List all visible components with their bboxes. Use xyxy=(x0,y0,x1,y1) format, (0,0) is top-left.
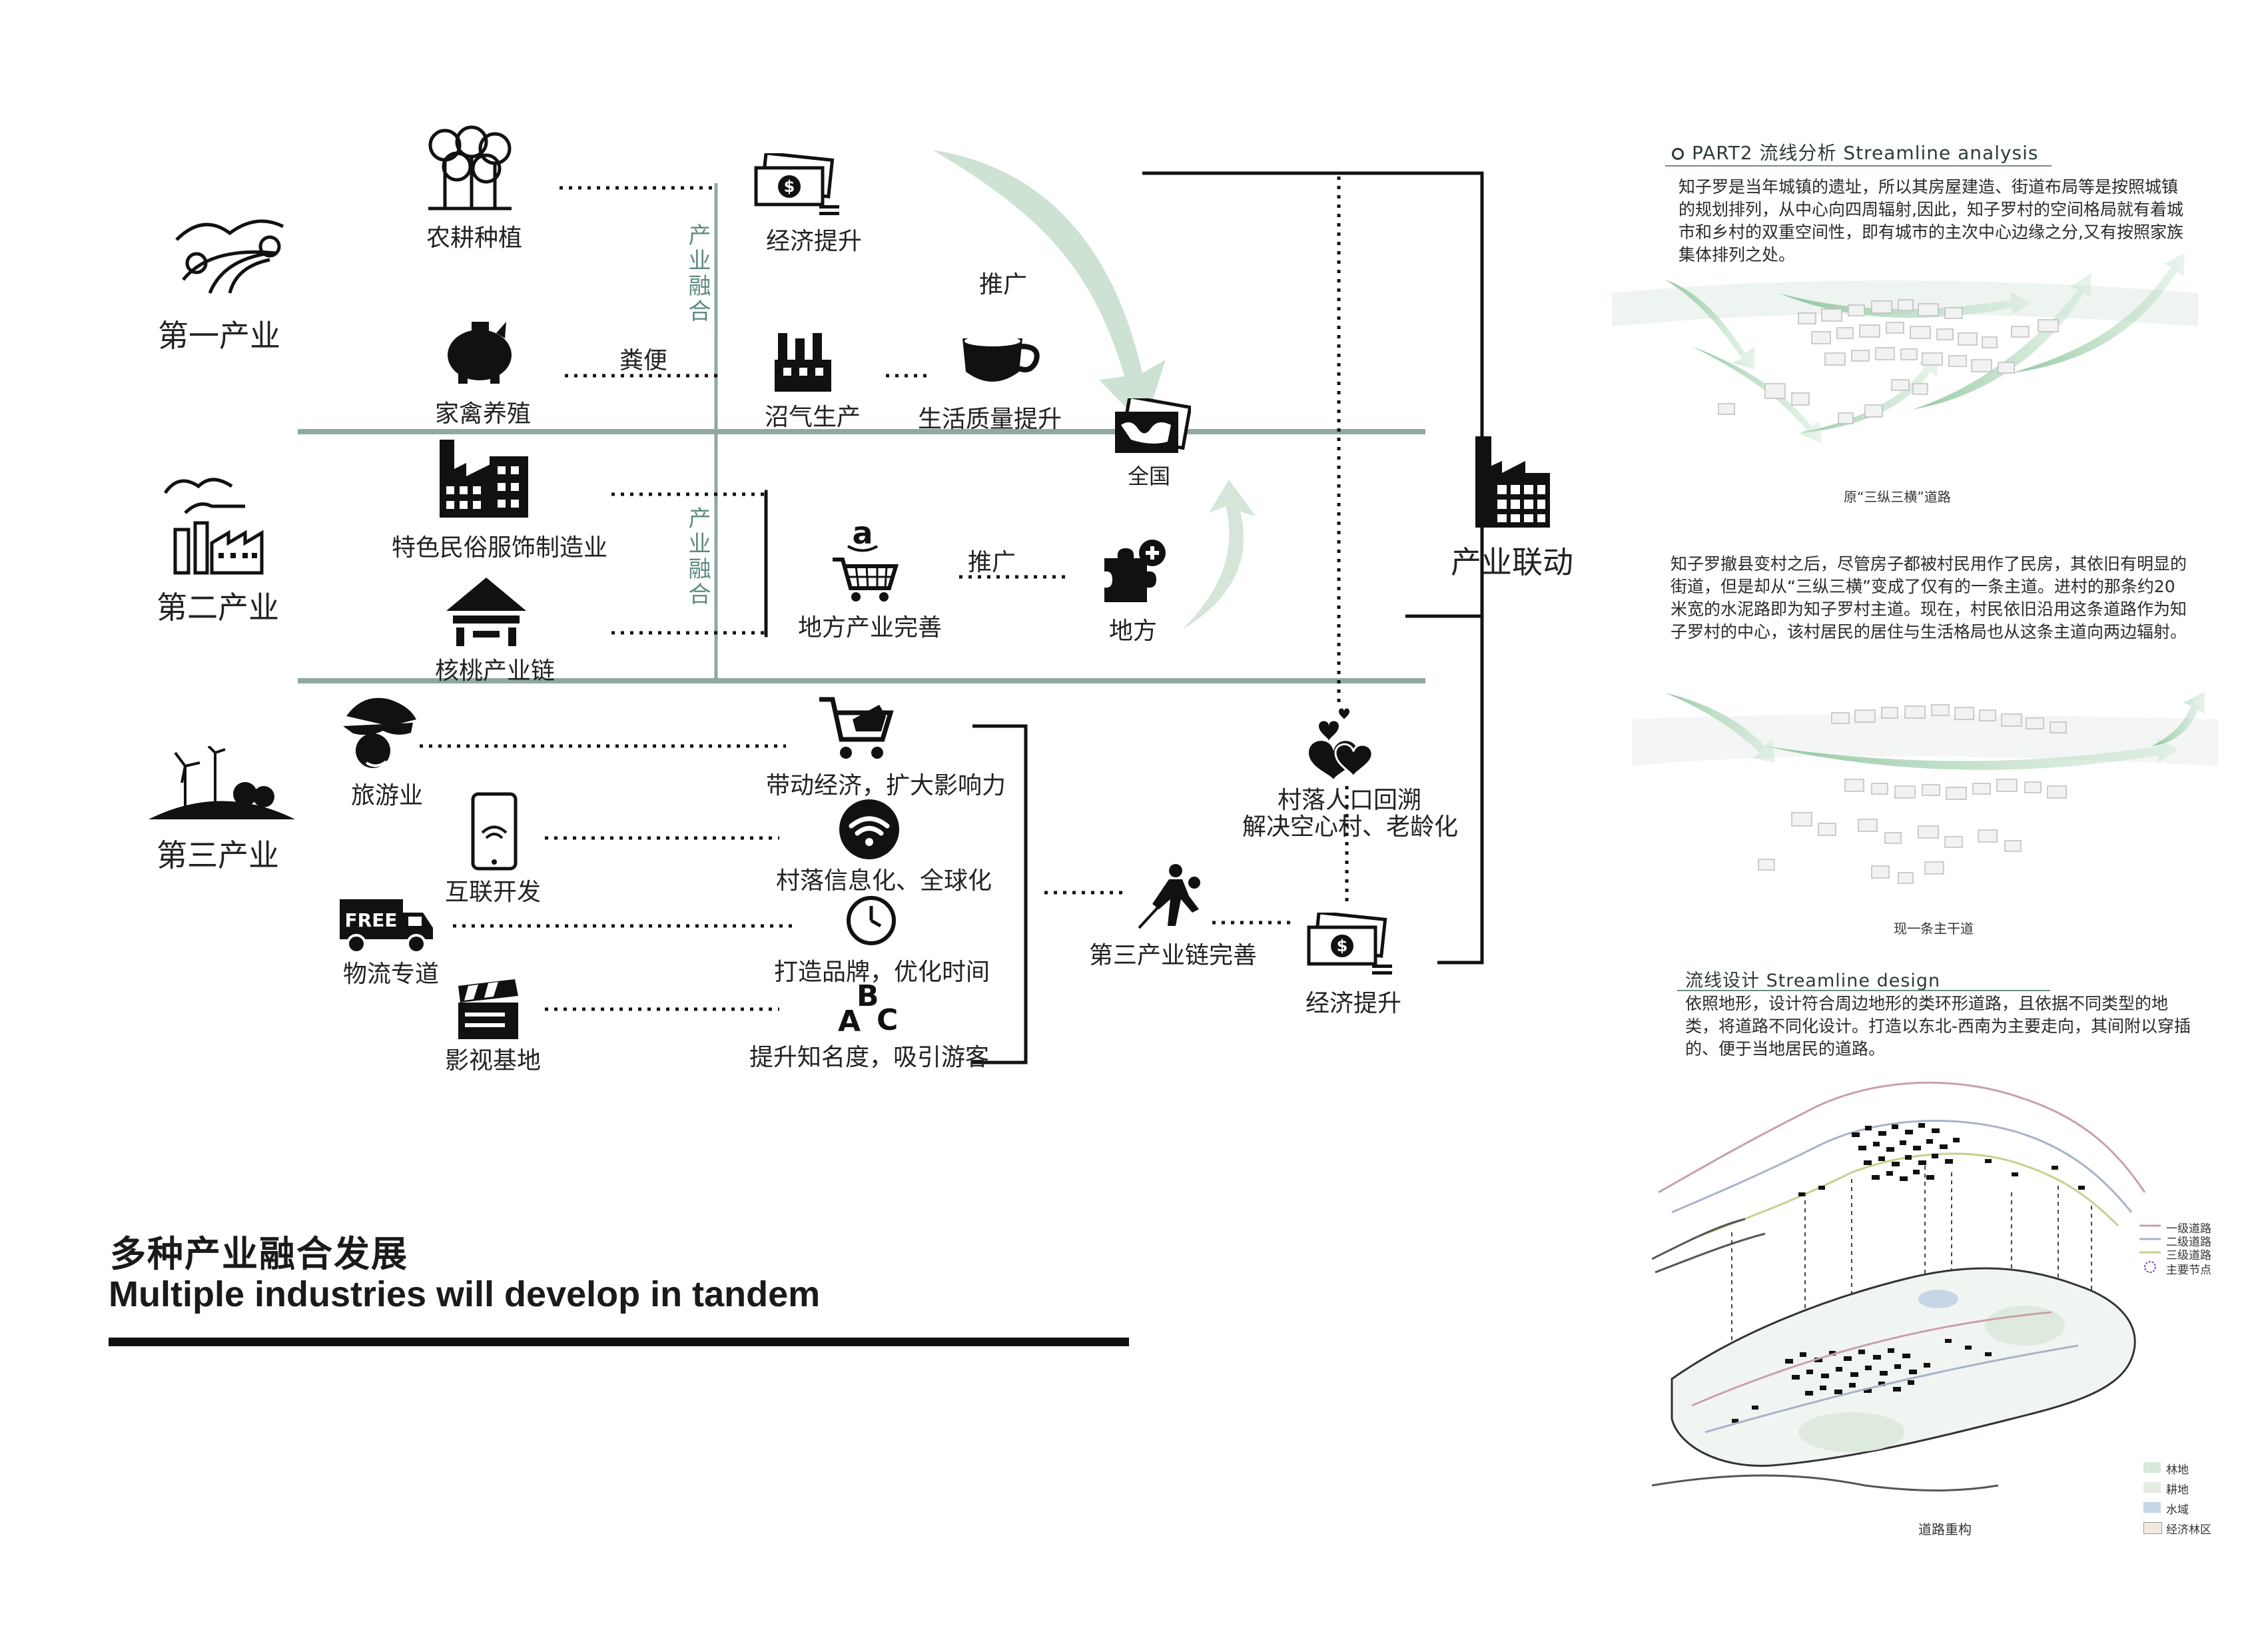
legend-road-2: 二级道路 xyxy=(2166,1236,2211,1249)
caption-original-roads: 原“三纵三横”道路 xyxy=(1844,489,1951,505)
factory-smoke-icon xyxy=(163,478,264,575)
smartphone-icon xyxy=(471,792,518,871)
streamline-map-original xyxy=(1612,253,2198,443)
caption-road-reconstruction: 道路重构 xyxy=(1918,1521,1972,1537)
population-label: 村落人口回溯 xyxy=(1278,787,1422,814)
legend-swatch-water xyxy=(2143,1502,2161,1513)
informatization-label: 村落信息化、全球化 xyxy=(776,867,992,895)
money-stack-icon-2: $ xyxy=(1307,913,1392,975)
visibility-label: 提升知名度，吸引游客 xyxy=(749,1044,990,1071)
tertiary-industry-label: 第三产业 xyxy=(157,837,279,873)
brand-label: 打造品牌，优化时间 xyxy=(774,959,990,986)
free-badge: FREE xyxy=(345,909,398,931)
legend-road-3: 三级道路 xyxy=(2166,1249,2211,1262)
amazon-cart-icon: a xyxy=(833,518,899,602)
road-reconstruction-map xyxy=(1652,1081,2146,1491)
delivery-truck-icon: FREE xyxy=(340,899,433,954)
promote-label-primary: 推广 xyxy=(979,271,1028,298)
hearts-icon xyxy=(1309,708,1373,779)
pavilion-icon xyxy=(446,578,526,646)
wifi-icon xyxy=(839,799,899,859)
life-quality-label: 生活质量提升 xyxy=(918,406,1062,433)
design-title-underline xyxy=(1677,990,2050,991)
poultry-label: 家禽养殖 xyxy=(435,400,532,428)
chain-label: 第三产业链完善 xyxy=(1089,942,1258,969)
secondary-industry-label: 第二产业 xyxy=(157,590,279,625)
part-title: PART2 流线分析 Streamline analysis xyxy=(1692,142,2039,164)
paragraph-1: 知子罗是当年城镇的遗址，所以其房屋建造、街道布局等是按照城镇的规划排列，从中心向… xyxy=(1679,177,2183,264)
fusion-label-secondary: 产业融合 xyxy=(684,506,711,608)
puzzle-add-icon xyxy=(1104,540,1166,602)
svg-text:a: a xyxy=(852,518,873,551)
primary-industry-label: 第一产业 xyxy=(158,318,280,354)
internet-label: 互联开发 xyxy=(445,879,542,906)
caption-current-road: 现一条主干道 xyxy=(1894,921,1974,937)
legend-swatch-farmland xyxy=(2143,1482,2161,1493)
letter-a: A xyxy=(838,1005,861,1038)
biogas-label: 沼气生产 xyxy=(765,404,861,431)
letter-c: C xyxy=(877,1003,899,1037)
film-label: 影视基地 xyxy=(445,1047,542,1074)
clock-icon xyxy=(847,896,896,945)
manure-label: 粪便 xyxy=(619,347,668,374)
linkage-label: 产业联动 xyxy=(1451,544,1573,580)
linkage-factory-icon xyxy=(1475,436,1550,528)
shopping-cart-icon xyxy=(819,697,894,759)
factory-icon xyxy=(440,440,528,518)
legend-land-3: 水域 xyxy=(2166,1503,2189,1517)
money-stack-icon: $ xyxy=(754,153,839,215)
svg-text:$: $ xyxy=(784,177,795,196)
walnut-label: 核桃产业链 xyxy=(435,657,556,685)
part-bullet xyxy=(1672,148,1684,160)
clapperboard-icon xyxy=(458,979,518,1039)
legend-land-2: 耕地 xyxy=(2166,1483,2189,1497)
legend-land-4: 经济林区 xyxy=(2166,1523,2211,1537)
farming-label: 农耕种植 xyxy=(426,224,523,252)
letter-b: B xyxy=(857,979,879,1013)
biogas-plant-icon xyxy=(775,333,831,392)
hollow-label: 解决空心村、老龄化 xyxy=(1242,813,1459,841)
part-title-underline xyxy=(1665,165,2052,167)
world-map-card-icon xyxy=(1115,398,1191,453)
bottom-title-en: Multiple industries will develop in tand… xyxy=(109,1274,821,1314)
forest-trees-icon xyxy=(428,125,512,210)
design-title: 流线设计 Streamline design xyxy=(1685,971,1941,991)
legend-road-1: 一级道路 xyxy=(2166,1222,2211,1236)
wind-farm-icon xyxy=(149,746,295,819)
paragraph-3: 依照地形，设计符合周边地形的类环形道路，且依据不同类型的地类，将道路不同化设计。… xyxy=(1685,994,2191,1058)
road-legend-swatches xyxy=(2139,1224,2161,1273)
tourism-label: 旅游业 xyxy=(351,782,424,809)
field-landscape-icon xyxy=(175,219,284,294)
costume-label: 特色民俗服饰制造业 xyxy=(392,534,608,562)
streamline-map-current xyxy=(1632,691,2218,884)
svg-text:$: $ xyxy=(1337,937,1348,955)
legend-swatch-economic-forest xyxy=(2143,1522,2162,1534)
legend-swatch-forest xyxy=(2143,1462,2161,1473)
promote-arrow-secondary xyxy=(1182,480,1256,629)
title-underline xyxy=(109,1338,1129,1346)
local-label: 地方 xyxy=(1109,618,1158,645)
bottom-title-cn: 多种产业融合发展 xyxy=(110,1233,408,1275)
drive-economy-label: 带动经济，扩大影响力 xyxy=(766,772,1006,799)
national-label: 全国 xyxy=(1128,464,1171,489)
coffee-cup-icon xyxy=(962,336,1040,382)
fusion-label-primary: 产业融合 xyxy=(684,223,711,324)
economy-label: 经济提升 xyxy=(766,228,863,255)
paragraph-2: 知子罗撤县变村之后，尽管房子都被村民用作了民房，其依旧有明显的街道，但是却从“三… xyxy=(1671,554,2187,641)
legend-land-1: 林地 xyxy=(2166,1463,2189,1477)
logistics-label: 物流专道 xyxy=(343,961,440,988)
economy-label-2: 经济提升 xyxy=(1306,990,1402,1017)
promote-label-secondary: 推广 xyxy=(968,549,1016,576)
local-industry-label: 地方产业完善 xyxy=(798,614,942,641)
climber-icon xyxy=(1138,864,1200,929)
tourist-icon xyxy=(343,697,416,768)
abc-letters-icon: A B C xyxy=(838,979,905,1039)
legend-node: 主要节点 xyxy=(2166,1264,2211,1277)
piggy-bank-icon xyxy=(448,322,512,384)
